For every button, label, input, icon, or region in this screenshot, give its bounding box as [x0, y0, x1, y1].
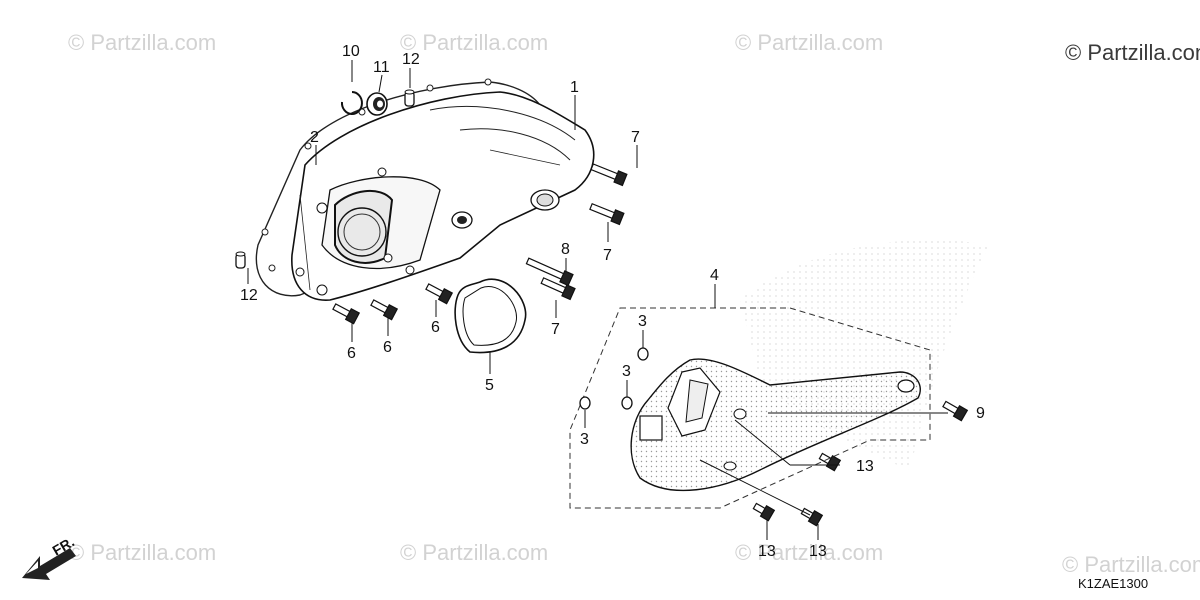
part-12-dowel-pin-top [404, 89, 415, 107]
callout-6-right: 6 [431, 319, 440, 336]
part-4-dashed-box [569, 307, 931, 509]
watermark: © Partzilla.com [735, 30, 884, 55]
watermark: © Partzilla.com [1062, 552, 1200, 577]
watermark: © Partzilla.com [68, 540, 217, 565]
part-4-outer-cover [630, 358, 921, 492]
callout-7-middle: 7 [603, 247, 612, 264]
callout-12-top: 12 [402, 51, 420, 68]
callout-7-lower: 7 [551, 321, 560, 338]
part-1-left-crankcase-cover [291, 91, 595, 301]
watermark: © Partzilla.com [735, 540, 884, 565]
callout-13-left: 13 [758, 543, 776, 560]
callout-6-left: 6 [347, 345, 356, 362]
watermark-main: © Partzilla.com [1065, 40, 1200, 65]
leader-lines [247, 60, 948, 540]
part-5-seal [454, 278, 527, 354]
callout-2: 2 [310, 129, 319, 146]
callout-10: 10 [342, 43, 360, 60]
front-direction-arrow: FR. [22, 533, 77, 580]
callout-labels: 1 2 10 11 12 7 7 8 7 6 6 6 5 12 4 3 3 3 … [240, 43, 985, 560]
watermark: © Partzilla.com [68, 30, 217, 55]
part-10-circlip [340, 91, 363, 115]
callout-3-middle: 3 [622, 363, 631, 380]
callout-3-lower: 3 [580, 431, 589, 448]
part-12-dowel-pin-left [235, 251, 246, 269]
callout-13-middle: 13 [809, 543, 827, 560]
callout-5: 5 [485, 377, 494, 394]
callout-13-right: 13 [856, 458, 874, 475]
part-3-nuts [579, 347, 649, 410]
gasket-tabs [261, 78, 492, 272]
callout-7-upper: 7 [631, 129, 640, 146]
callout-1: 1 [570, 79, 579, 96]
callout-8: 8 [561, 241, 570, 258]
callout-6-middle: 6 [383, 339, 392, 356]
callout-11: 11 [373, 59, 390, 76]
diagram-code: K1ZAE1300 [1078, 576, 1149, 591]
watermark: © Partzilla.com [400, 30, 549, 55]
part-11-bearing [366, 92, 388, 116]
callout-9: 9 [976, 405, 985, 422]
watermark: © Partzilla.com [400, 540, 549, 565]
callout-3-upper: 3 [638, 313, 647, 330]
callout-4: 4 [710, 267, 719, 284]
callout-12-left: 12 [240, 287, 258, 304]
